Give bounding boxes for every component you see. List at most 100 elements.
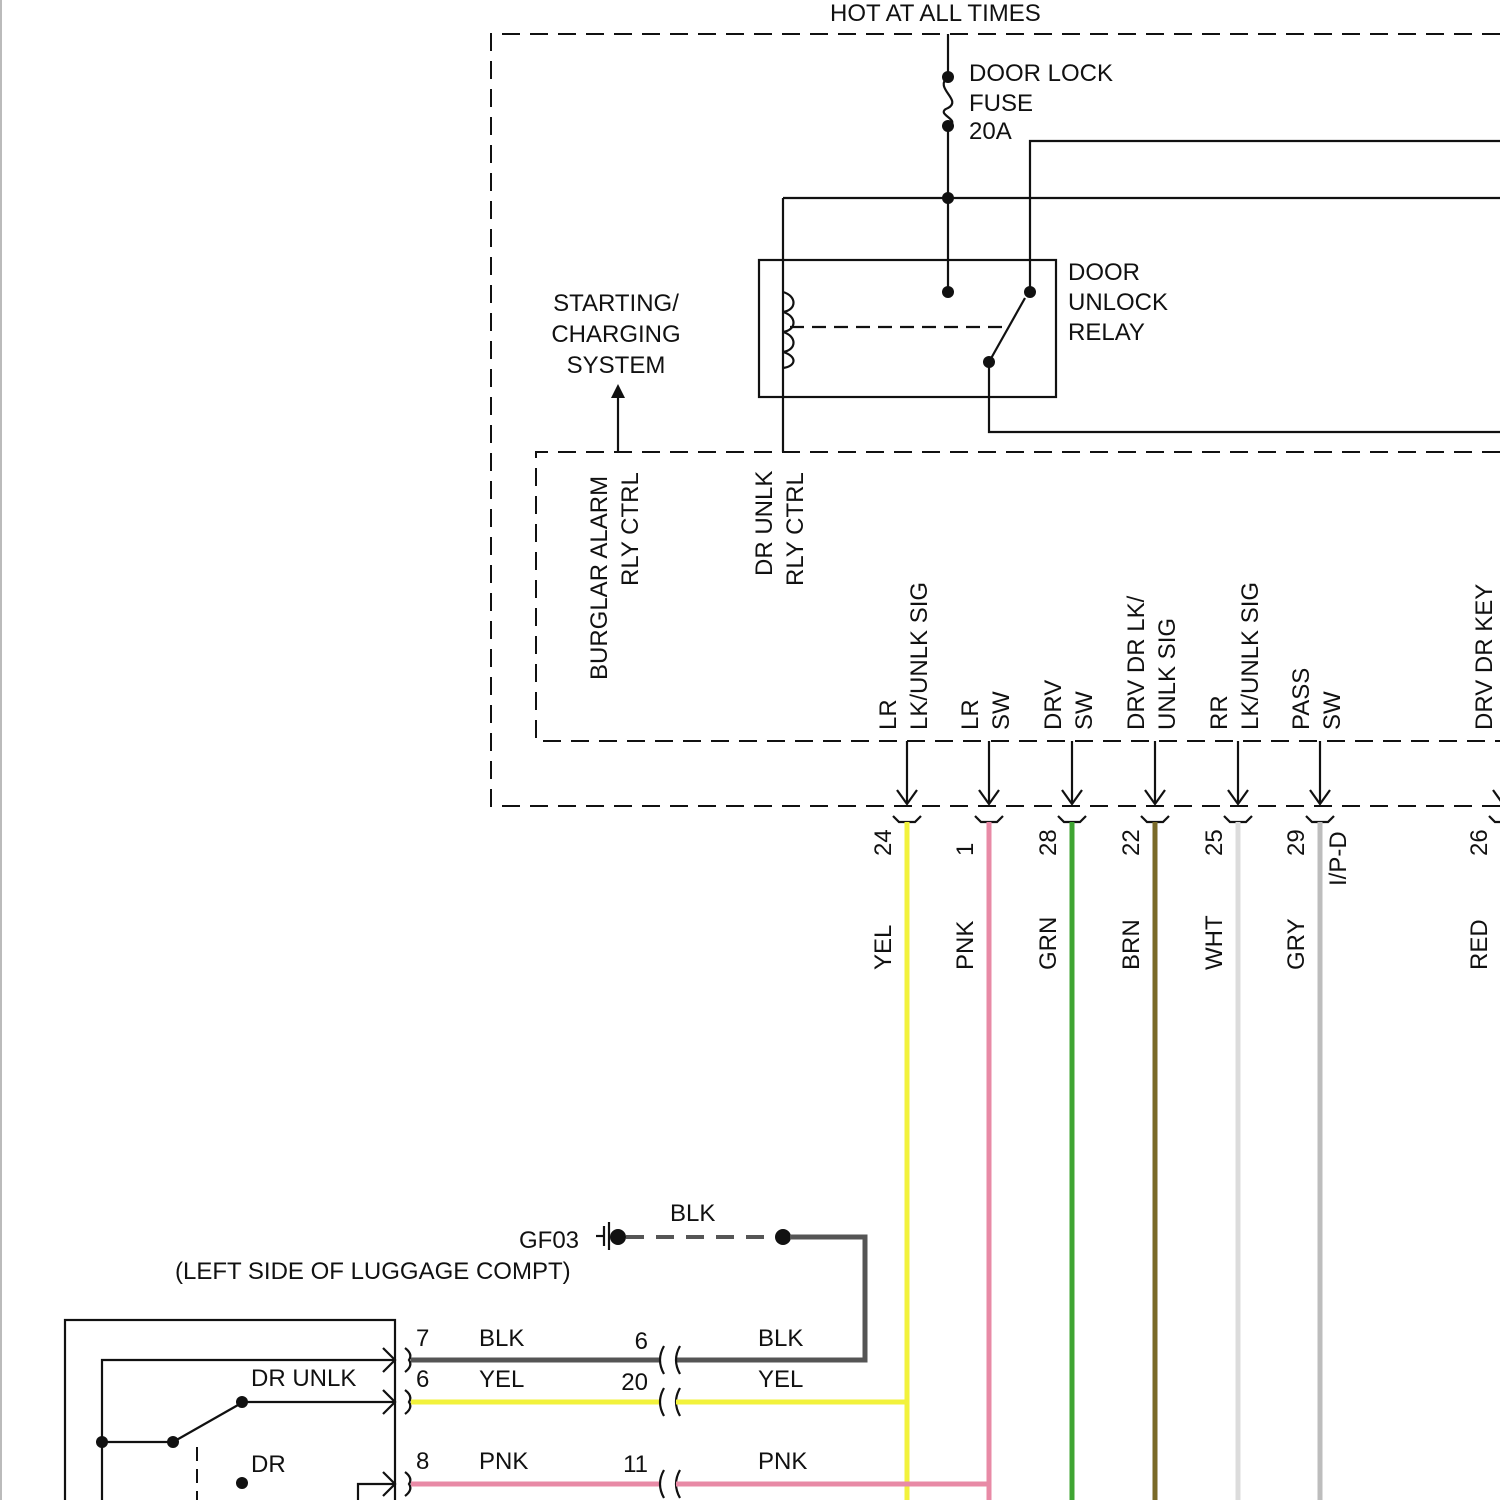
left-pin-number: 7 (416, 1325, 429, 1352)
burglar-alarm-label-2: RLY CTRL (617, 472, 644, 586)
ground-splice (775, 1229, 791, 1245)
connector-cavity-icon (1058, 816, 1086, 822)
switch-label-dr: DR (251, 1451, 286, 1478)
relay-label-2: UNLOCK (1068, 289, 1168, 316)
door-unlock-relay (759, 260, 1056, 397)
switch-lock-wire (358, 1484, 395, 1500)
left-pin-number: 6 (416, 1366, 429, 1393)
dr-unlk-label-2: RLY CTRL (782, 472, 809, 586)
wire-color-label: BRN (1118, 919, 1145, 970)
relay-coil-icon (783, 292, 794, 368)
left-pin-number: 8 (416, 1448, 429, 1475)
inner-module-boundary (536, 452, 1500, 741)
ground-location-label: (LEFT SIDE OF LUGGAGE COMPT) (175, 1258, 571, 1285)
mid-pin-number: 6 (635, 1328, 648, 1355)
burglar-alarm-label-1: BURGLAR ALARM (586, 476, 613, 680)
right-wire-color: PNK (758, 1448, 807, 1475)
pin-label-line-2: LK/UNLK SIG (906, 582, 933, 730)
pin-label-line-2: SW (1071, 691, 1098, 730)
pin-label-line-2: UNLK SIG (1154, 618, 1181, 730)
harness-row: 7 BLK 6 BLK (383, 1325, 803, 1374)
fuse-label-1: DOOR LOCK (969, 60, 1113, 87)
pin-number: 29 (1283, 829, 1310, 856)
connector-cavity-icon (1489, 816, 1500, 822)
wire-color-label: PNK (952, 921, 979, 970)
switch-lock-contact (236, 1477, 248, 1489)
connector-cavity-icon (1306, 816, 1334, 822)
left-wire-color: YEL (479, 1366, 524, 1393)
connector-cavity-icon (660, 1346, 664, 1374)
starting-label-3: SYSTEM (567, 352, 666, 379)
connector-cavity-icon (1141, 816, 1169, 822)
relay-nc-contact (942, 286, 954, 298)
pin-28: DRVSW 28GRN (1035, 680, 1098, 1500)
connector-cavity-icon (405, 1390, 410, 1414)
ground-terminal (610, 1229, 626, 1245)
pin-number: 24 (870, 829, 897, 856)
ground-symbol-icon (596, 1222, 609, 1250)
relay-label-1: DOOR (1068, 259, 1140, 286)
pin-number: 26 (1466, 829, 1493, 856)
left-wire-color: BLK (479, 1325, 524, 1352)
pin-1: LRSW 1PNK (952, 691, 1015, 1500)
connector-cavity-icon (405, 1472, 410, 1496)
pin-label-line-2: LK/UNLK SIG (1237, 582, 1264, 730)
pin-label-line-1: LR (957, 699, 984, 730)
pin-label-line-1: DRV DR KEY (1471, 584, 1498, 730)
wire-color-label: GRN (1035, 917, 1062, 970)
wire-color-label: GRY (1283, 918, 1310, 970)
relay-common-wire (989, 362, 1500, 432)
wire-color-label: YEL (870, 925, 897, 970)
connector-cavity-icon (975, 816, 1003, 822)
starting-label-2: CHARGING (551, 321, 680, 348)
ground-wire-color-label: BLK (670, 1200, 715, 1227)
right-wire-color: YEL (758, 1366, 803, 1393)
pin-number: 28 (1035, 829, 1062, 856)
connector-cavity-icon (660, 1388, 664, 1416)
switch-junction (96, 1436, 108, 1448)
mid-pin-number: 11 (623, 1451, 648, 1478)
mid-pin-number: 20 (621, 1369, 648, 1396)
pin-label-line-1: LR (875, 699, 902, 730)
pin-label-line-1: RR (1206, 695, 1233, 730)
pin-label-line-1: PASS (1288, 668, 1315, 730)
left-wire-color: PNK (479, 1448, 528, 1475)
pin-number: 25 (1201, 829, 1228, 856)
pin-number: 1 (952, 843, 979, 856)
connector-id-label: I/P-D (1325, 831, 1352, 886)
pin-number: 22 (1118, 829, 1145, 856)
starting-label-1: STARTING/ (553, 290, 679, 317)
harness-row: 6 YEL 20 YEL (383, 1366, 907, 1416)
pin-label-line-2: SW (988, 691, 1015, 730)
relay-label-3: RELAY (1068, 319, 1145, 346)
dr-unlk-label-1: DR UNLK (751, 471, 778, 576)
fuse-symbol (944, 77, 953, 126)
connector-cavity-icon (660, 1470, 664, 1498)
arrow-up-icon (611, 384, 625, 398)
connector-cavity-icon (405, 1348, 410, 1372)
outer-module-boundary (491, 34, 1500, 806)
fuse-label-2: FUSE (969, 90, 1033, 117)
wire-color-label: RED (1466, 919, 1493, 970)
connector-cavity-icon (1224, 816, 1252, 822)
switch-label-dr-unlk: DR UNLK (251, 1365, 356, 1392)
wire-color-label: WHT (1201, 915, 1228, 970)
switch-arm (173, 1405, 238, 1442)
fuse-label-3: 20A (969, 118, 1012, 145)
connector-cavity-icon (893, 816, 921, 822)
ground-id-label: GF03 (519, 1227, 579, 1254)
hot-at-all-times-label: HOT AT ALL TIMES (830, 0, 1041, 27)
pin-label-line-1: DRV DR LK/ (1123, 595, 1150, 730)
pin-label-line-1: DRV (1040, 680, 1067, 730)
relay-no-contact (1024, 286, 1036, 298)
right-wire-color: BLK (758, 1325, 803, 1352)
relay-switch-arm (989, 298, 1025, 362)
